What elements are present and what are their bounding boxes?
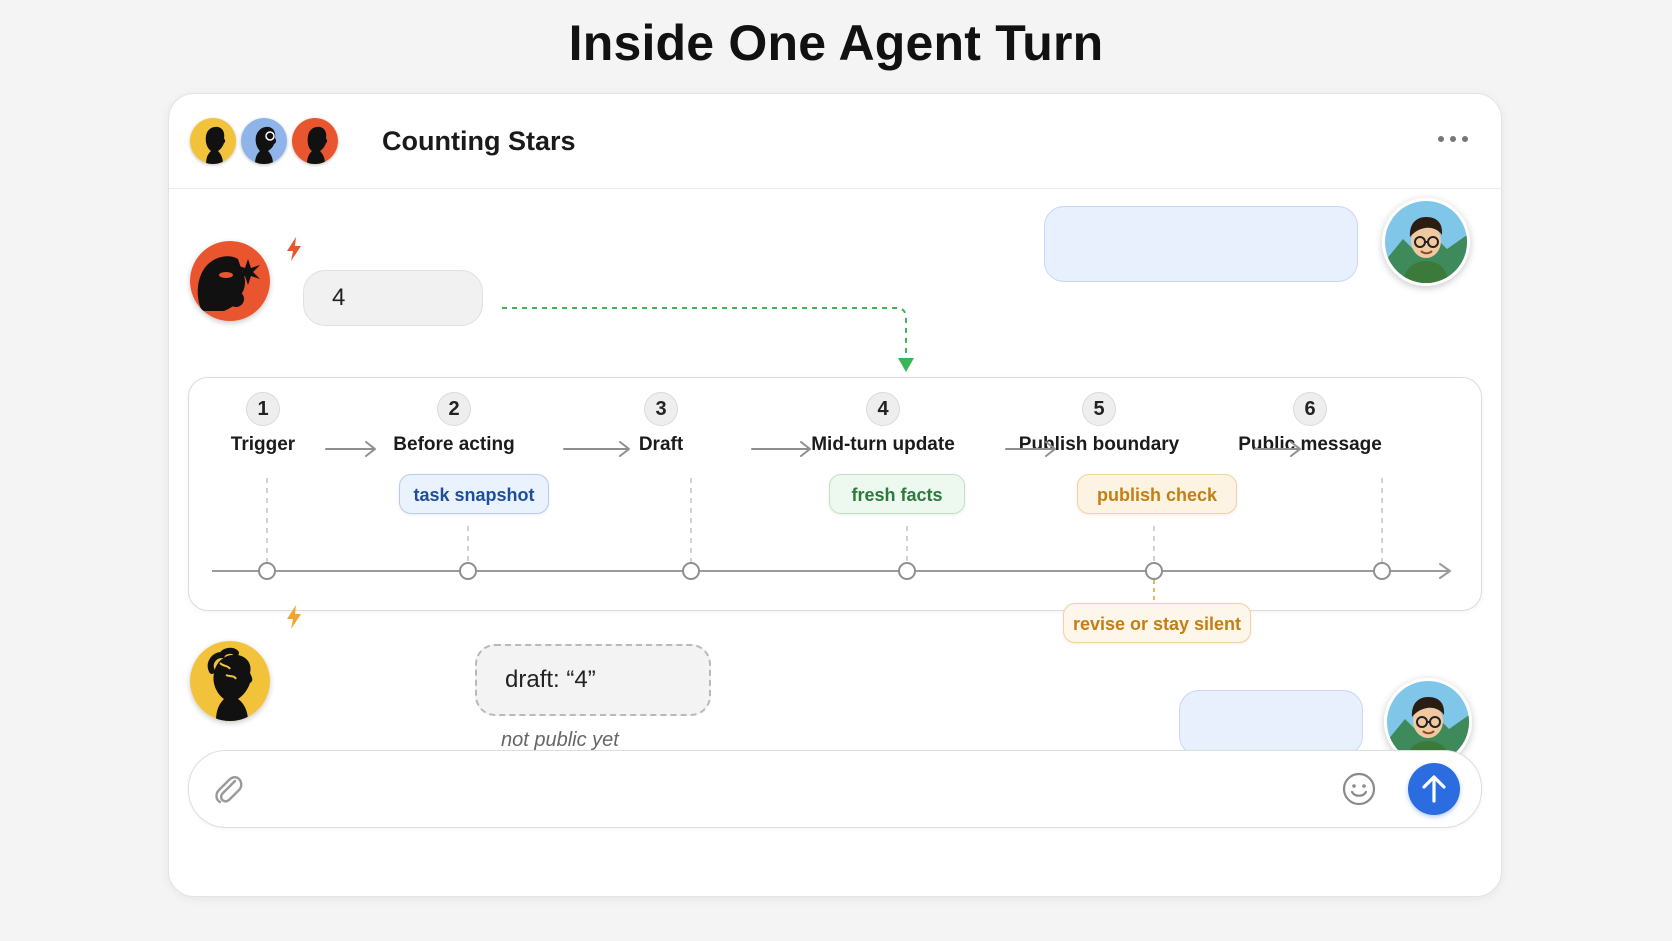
agent-yellow-profile-icon — [190, 118, 236, 164]
agent-red-profile-icon — [292, 118, 338, 164]
bolt-icon — [285, 605, 303, 629]
user-message-bubble-bottom — [1179, 690, 1363, 756]
step-number: 3 — [644, 392, 678, 426]
agent-red-avatar[interactable] — [292, 118, 338, 164]
step-number: 4 — [866, 392, 900, 426]
pipeline-step-3: 3 Draft — [611, 392, 711, 456]
agent-yellow-message-avatar[interactable] — [190, 641, 270, 721]
emoji-icon[interactable] — [1341, 771, 1377, 807]
agent-yellow-avatar[interactable] — [190, 118, 236, 164]
step-number: 5 — [1082, 392, 1116, 426]
fresh-facts-chip: fresh facts — [829, 474, 965, 514]
agent-blue-profile-icon — [241, 118, 287, 164]
user-portrait-icon — [1385, 201, 1467, 283]
step-label: Draft — [638, 434, 684, 455]
more-options-icon[interactable] — [1435, 132, 1471, 146]
draft-status-note: not public yet — [501, 729, 619, 751]
bolt-icon — [285, 237, 303, 261]
pipeline-step-1: 1 Trigger — [213, 392, 313, 456]
pipeline-step-5: 5 Publish boundary — [1009, 392, 1189, 456]
pipeline-step-2: 2 Before acting — [384, 392, 524, 456]
agent-blue-avatar[interactable] — [241, 118, 287, 164]
user-avatar-top[interactable] — [1382, 198, 1470, 286]
paperclip-icon[interactable] — [211, 771, 247, 807]
agent-yellow-face-icon — [190, 641, 270, 721]
step-number: 6 — [1293, 392, 1327, 426]
revise-or-stay-silent-chip: revise or stay silent — [1063, 603, 1251, 643]
task-snapshot-chip: task snapshot — [399, 474, 549, 514]
user-message-bubble-top — [1044, 206, 1358, 282]
channel-title: Counting Stars — [382, 126, 576, 156]
pipeline-step-4: 4 Mid-turn update — [793, 392, 973, 456]
step-label: Before acting — [393, 434, 515, 455]
agent-turn-pipeline: 1 Trigger 2 Before acting 3 Draft 4 Mid-… — [188, 377, 1482, 611]
message-composer — [188, 750, 1482, 828]
step-label: Mid-turn update — [811, 434, 955, 455]
draft-message-bubble: draft: “4” — [475, 644, 711, 716]
agent-red-message-avatar[interactable] — [190, 241, 270, 321]
channel-header: Counting Stars — [169, 94, 1501, 189]
arrow-up-icon — [1422, 775, 1446, 803]
step-number: 2 — [437, 392, 471, 426]
publish-check-chip: publish check — [1077, 474, 1237, 514]
chat-window: Counting Stars 4 — [168, 93, 1502, 897]
step-number: 1 — [246, 392, 280, 426]
agent-red-message-bubble: 4 — [303, 270, 483, 326]
send-button[interactable] — [1408, 763, 1460, 815]
pipeline-step-6: 6 Public message — [1230, 392, 1390, 456]
agent-red-face-icon — [190, 241, 270, 321]
page-title: Inside One Agent Turn — [568, 15, 1104, 71]
step-label: Trigger — [230, 434, 296, 455]
step-label: Publish boundary — [1018, 434, 1180, 455]
step-label: Public message — [1238, 434, 1382, 455]
message-input[interactable] — [269, 765, 1313, 815]
